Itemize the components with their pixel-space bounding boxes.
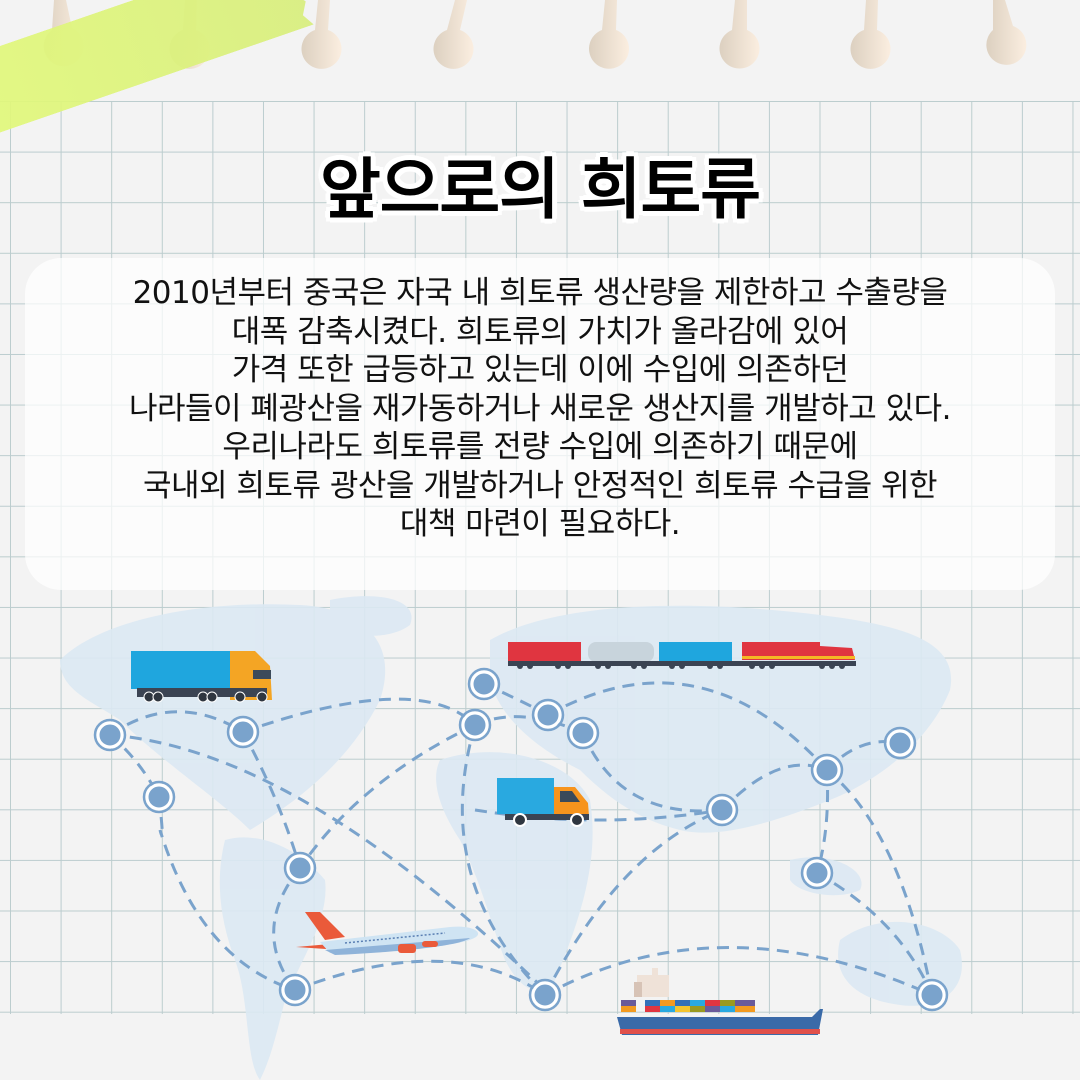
delivery-van-icon: [497, 778, 589, 827]
body-paragraph: 2010년부터 중국은 자국 내 희토류 생산량을 제한하고 수출량을 대폭 감…: [20, 274, 1060, 544]
node-icon: [708, 796, 736, 824]
node-icon: [281, 976, 309, 1004]
airplane-icon: [296, 912, 479, 955]
body-line: 국내외 희토류 광산을 개발하거나 안정적인 희토류 수급을 위한: [143, 467, 938, 504]
node-icon: [286, 854, 314, 882]
node-icon: [534, 701, 562, 729]
body-line: 가격 또한 급등하고 있는데 이에 수입에 의존하던: [231, 352, 849, 388]
node-icon: [803, 859, 831, 887]
node-icon: [461, 711, 489, 739]
body-line: 대책 마련이 필요하다.: [399, 506, 681, 542]
node-icon: [531, 981, 559, 1009]
container-ship-icon: [617, 968, 823, 1035]
body-line: 2010년부터 중국은 자국 내 희토류 생산량을 제한하고 수출량을: [132, 275, 948, 311]
page-title: 앞으로의 희토류: [319, 151, 761, 228]
node-icon: [569, 719, 597, 747]
body-line: 대폭 감축시켰다. 희토류의 가치가 올라감에 있어: [231, 313, 849, 350]
route-nodes: [93, 667, 949, 1012]
node-icon: [145, 783, 173, 811]
text-panel: [25, 258, 1055, 590]
body-line: 우리나라도 희토류를 전량 수입에 의존하기 때문에: [222, 429, 858, 465]
node-icon: [96, 721, 124, 749]
node-icon: [886, 729, 914, 757]
node-icon: [229, 718, 257, 746]
body-line: 나라들이 폐광산을 재가동하거나 새로운 생산지를 개발하고 있다.: [128, 390, 952, 427]
node-icon: [813, 756, 841, 784]
container-truck-icon: [131, 651, 272, 703]
node-icon: [470, 670, 498, 698]
node-icon: [918, 981, 946, 1009]
freight-train-icon: [508, 642, 856, 669]
world-map-illustration: [60, 596, 962, 1080]
